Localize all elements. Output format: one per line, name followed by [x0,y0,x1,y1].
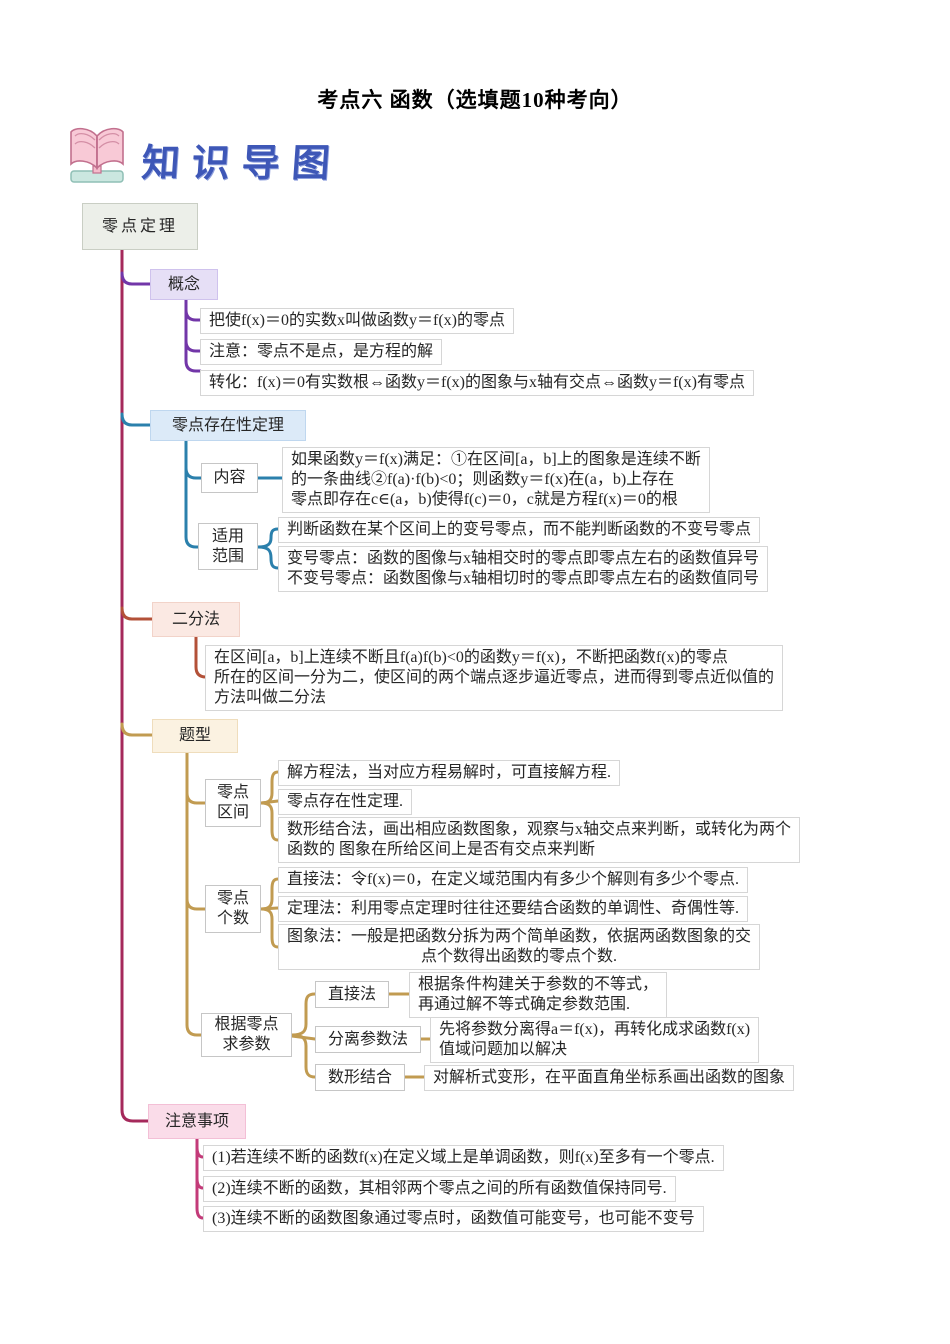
existence-content-node: 内容 [201,463,258,493]
branch-existence: 零点存在性定理 [150,410,306,441]
existence-scope-node: 适用 范围 [198,523,258,570]
existence-scope-leaf: 判断函数在某个区间上的变号零点，而不能判断函数的不变号零点 [278,517,761,543]
count-leaf: 图象法：一般是把函数分拆为两个简单函数，依据两函数图象的交 点个数得出函数的零点… [278,924,761,970]
types-interval-node: 零点 区间 [205,779,261,827]
param-method-leaf: 根据条件构建关于参数的不等式， 再通过解不等式确定参数范围. [409,972,668,1018]
branch-concept: 概念 [150,269,218,300]
bisection-leaf: 在区间[a，b]上连续不断且f(a)f(b)<0的函数y＝f(x)，不断把函数f… [205,645,784,711]
interval-leaf: 数形结合法，画出相应函数图象，观察与x轴交点来判断，或转化为两个 函数的 图象在… [278,817,801,863]
param-method-leaf: 先将参数分离得a＝f(x)，再转化成求函数f(x) 值域问题加以解决 [430,1017,760,1063]
existence-scope-leaf: 变号零点：函数的图像与x轴相交时的零点即零点左右的函数值异号 不变号零点：函数图… [278,546,769,592]
branch-notes: 注意事项 [148,1104,246,1139]
existence-content-leaf: 如果函数y＝f(x)满足：①在区间[a，b]上的图象是连续不断 的一条曲线②f(… [282,447,710,513]
count-leaf: 直接法：令f(x)＝0，在定义域范围内有多少个解则有多少个零点. [278,867,748,893]
interval-leaf: 零点存在性定理. [278,789,413,815]
branch-bisection: 二分法 [152,602,240,637]
concept-leaf: 注意：零点不是点，是方程的解 [200,339,443,365]
notes-leaf: (3)连续不断的函数图象通过零点时，函数值可能变号，也可能不变号 [203,1206,704,1232]
param-method-node: 数形结合 [315,1064,405,1091]
concept-leaf: 转化：f(x)＝0有实数根⇔函数y＝f(x)的图象与x轴有交点⇔函数y＝f(x)… [200,370,754,396]
types-count-node: 零点 个数 [205,885,261,933]
knowledge-map-logo: 知识导图 [66,124,344,191]
root-node: 零点定理 [82,203,198,250]
param-method-leaf: 对解析式变形，在平面直角坐标系画出函数的图象 [424,1065,795,1091]
param-method-node: 直接法 [315,981,389,1008]
logo-label: 知识导图 [140,143,344,185]
page-title: 考点六 函数（选填题10种考向） [317,88,633,112]
concept-leaf: 把使f(x)＝0的实数x叫做函数y＝f(x)的零点 [200,308,514,334]
count-leaf: 定理法：利用零点定理时往往还要结合函数的单调性、奇偶性等. [278,896,749,922]
types-param-node: 根据零点 求参数 [201,1013,292,1057]
notes-leaf: (1)若连续不断的函数f(x)在定义域上是单调函数，则f(x)至多有一个零点. [203,1145,724,1171]
open-book-icon [66,124,128,191]
param-method-node: 分离参数法 [315,1026,421,1053]
interval-leaf: 解方程法，当对应方程易解时，可直接解方程. [278,760,621,786]
notes-leaf: (2)连续不断的函数，其相邻两个零点之间的所有函数值保持同号. [203,1176,676,1202]
trunk-line [120,248,150,1123]
branch-types: 题型 [152,719,238,753]
